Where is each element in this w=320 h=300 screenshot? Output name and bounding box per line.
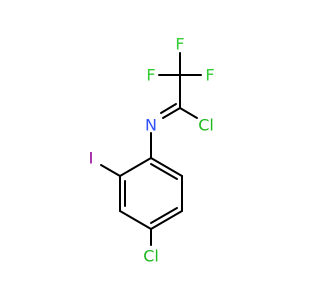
molecule-structure: F F F Cl N I Cl <box>89 35 215 266</box>
ring-bond-1 <box>119 157 152 177</box>
bond-c-cl <box>179 107 198 119</box>
atom-f-right: F <box>205 66 214 85</box>
atom-f-left: F <box>146 66 155 85</box>
atom-n-imine: N <box>145 116 157 135</box>
bond-c-n-2 <box>160 103 177 114</box>
ring-bond-4 <box>150 210 183 230</box>
ring-bond-6 <box>150 157 183 177</box>
structure-canvas: F F F Cl N I Cl <box>89 35 215 266</box>
atom-cl-imidoyl: Cl <box>198 116 214 135</box>
bond-ring-iodine <box>100 164 121 177</box>
bond-c-n-1 <box>162 107 181 119</box>
atom-iodine: I <box>89 149 94 168</box>
ring-inner-2 <box>150 207 178 224</box>
atom-f-top: F <box>175 35 184 54</box>
ring-bond-3 <box>119 210 152 230</box>
ring-inner-3 <box>150 163 178 180</box>
atom-cl-ring: Cl <box>143 247 159 266</box>
